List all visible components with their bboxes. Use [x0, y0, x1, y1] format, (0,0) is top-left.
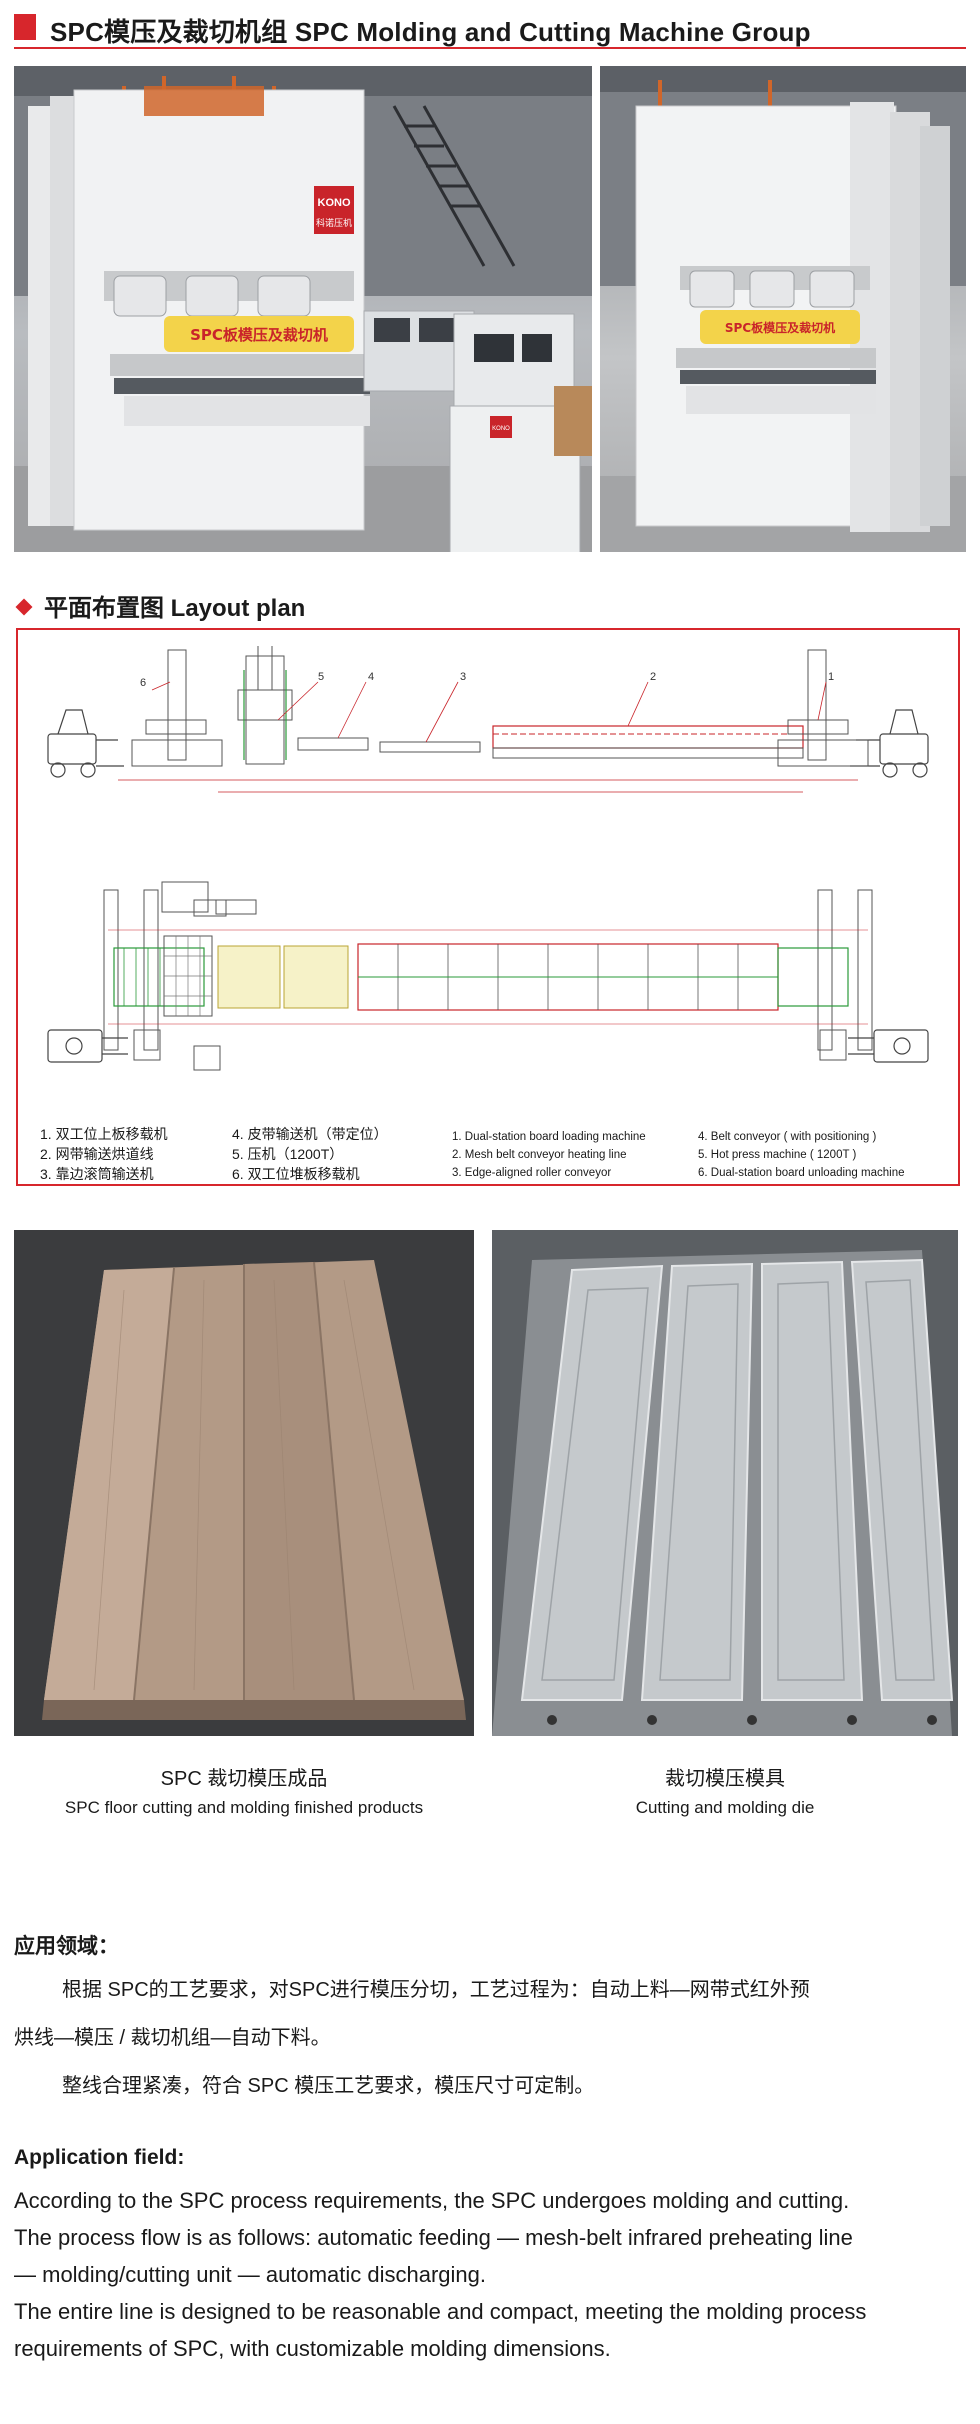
- cutting-molding-die-photo: [492, 1230, 958, 1736]
- kono-sign-cn-text: 科诺压机: [316, 217, 352, 229]
- application-heading-en: Application field:: [14, 2146, 185, 2169]
- callout-4: 4: [368, 671, 374, 683]
- application-en-line: The process flow is as follows: automati…: [14, 2225, 853, 2250]
- callout-2: 2: [650, 671, 656, 683]
- legend-item: 3. Edge-aligned roller conveyor: [452, 1167, 612, 1179]
- application-cn-line: 烘线—模压 / 裁切机组—自动下料。: [14, 2027, 331, 2049]
- layout-plan-heading: 平面布置图 Layout plan: [15, 588, 306, 623]
- legend-item: 4. 皮带输送机（带定位）: [232, 1126, 388, 1142]
- layout-plan-heading-text: 平面布置图 Layout plan: [44, 595, 306, 622]
- legend-item: 2. 网带输送烘道线: [40, 1146, 154, 1162]
- page-header: SPC模压及裁切机组 SPC Molding and Cutting Machi…: [14, 12, 966, 49]
- legend-en-col1: 1. Dual-station board loading machine 2.…: [452, 1128, 646, 1182]
- callout-6: 6: [140, 677, 146, 689]
- legend-cn-col2: 4. 皮带输送机（带定位） 5. 压机（1200T） 6. 双工位堆板移载机: [232, 1124, 388, 1184]
- header-divider: [14, 47, 966, 49]
- application-text-en: According to the SPC process requirement…: [14, 2182, 974, 2367]
- kono-sign: [314, 186, 354, 234]
- product-caption-cn: SPC 裁切模压成品: [160, 1768, 328, 1790]
- callout-1: 1: [828, 671, 834, 683]
- legend-item: 6. Dual-station board unloading machine: [698, 1167, 905, 1179]
- kono-sign-text: KONO: [318, 197, 351, 209]
- machine-photo-side: SPC板模压及裁切机: [600, 66, 966, 552]
- spc-floor-product-photo: [14, 1230, 474, 1736]
- application-cn-line: 整线合理紧凑，符合 SPC 模压工艺要求，模压尺寸可定制。: [62, 2075, 595, 2097]
- legend-item: 1. Dual-station board loading machine: [452, 1131, 646, 1143]
- machine-label-front: SPC板模压及裁切机: [190, 326, 328, 344]
- machine-photo-front: KONO 科诺压机 SPC板模压及裁切机 KONO: [14, 66, 592, 552]
- legend-item: 5. 压机（1200T）: [232, 1146, 344, 1162]
- application-en-line: According to the SPC process requirement…: [14, 2188, 850, 2213]
- die-caption-cn: 裁切模压模具: [665, 1768, 785, 1790]
- page-title: SPC模压及裁切机组 SPC Molding and Cutting Machi…: [50, 17, 811, 47]
- die-caption-en: Cutting and molding die: [635, 1798, 815, 1817]
- callout-5: 5: [318, 671, 324, 683]
- legend-item: 1. 双工位上板移载机: [40, 1126, 168, 1142]
- application-en-line: requirements of SPC, with customizable m…: [14, 2336, 611, 2361]
- cabinet-kono-sign: [490, 416, 512, 438]
- legend-en-col2: 4. Belt conveyor ( with positioning ) 5.…: [698, 1128, 905, 1182]
- diamond-bullet-icon: [15, 598, 33, 616]
- layout-plan-drawing: 6 5 4 3 2 1: [16, 628, 960, 1186]
- application-heading-cn: 应用领域：: [14, 1935, 119, 1958]
- legend-item: 5. Hot press machine ( 1200T ): [698, 1149, 857, 1161]
- legend-item: 6. 双工位堆板移载机: [232, 1166, 360, 1182]
- legend-item: 3. 靠边滚筒输送机: [40, 1166, 154, 1182]
- cabinet-kono-text: KONO: [492, 426, 510, 432]
- legend-item: 2. Mesh belt conveyor heating line: [452, 1149, 627, 1161]
- application-en-line: — molding/cutting unit — automatic disch…: [14, 2262, 487, 2287]
- application-en-line: The entire line is designed to be reason…: [14, 2299, 867, 2324]
- legend-cn-col1: 1. 双工位上板移载机 2. 网带输送烘道线 3. 靠边滚筒输送机: [40, 1124, 168, 1184]
- application-text-cn: 根据 SPC的工艺要求，对SPC进行模压分切，工艺过程为：自动上料—网带式红外预…: [14, 1966, 964, 2110]
- application-cn-line: 根据 SPC的工艺要求，对SPC进行模压分切，工艺过程为：自动上料—网带式红外预: [62, 1979, 810, 2001]
- product-caption-en: SPC floor cutting and molding finished p…: [64, 1798, 424, 1817]
- legend-item: 4. Belt conveyor ( with positioning ): [698, 1131, 877, 1143]
- machine-label-side: SPC板模压及裁切机: [725, 320, 835, 335]
- callout-3: 3: [460, 671, 466, 683]
- header-accent-square: [14, 14, 36, 40]
